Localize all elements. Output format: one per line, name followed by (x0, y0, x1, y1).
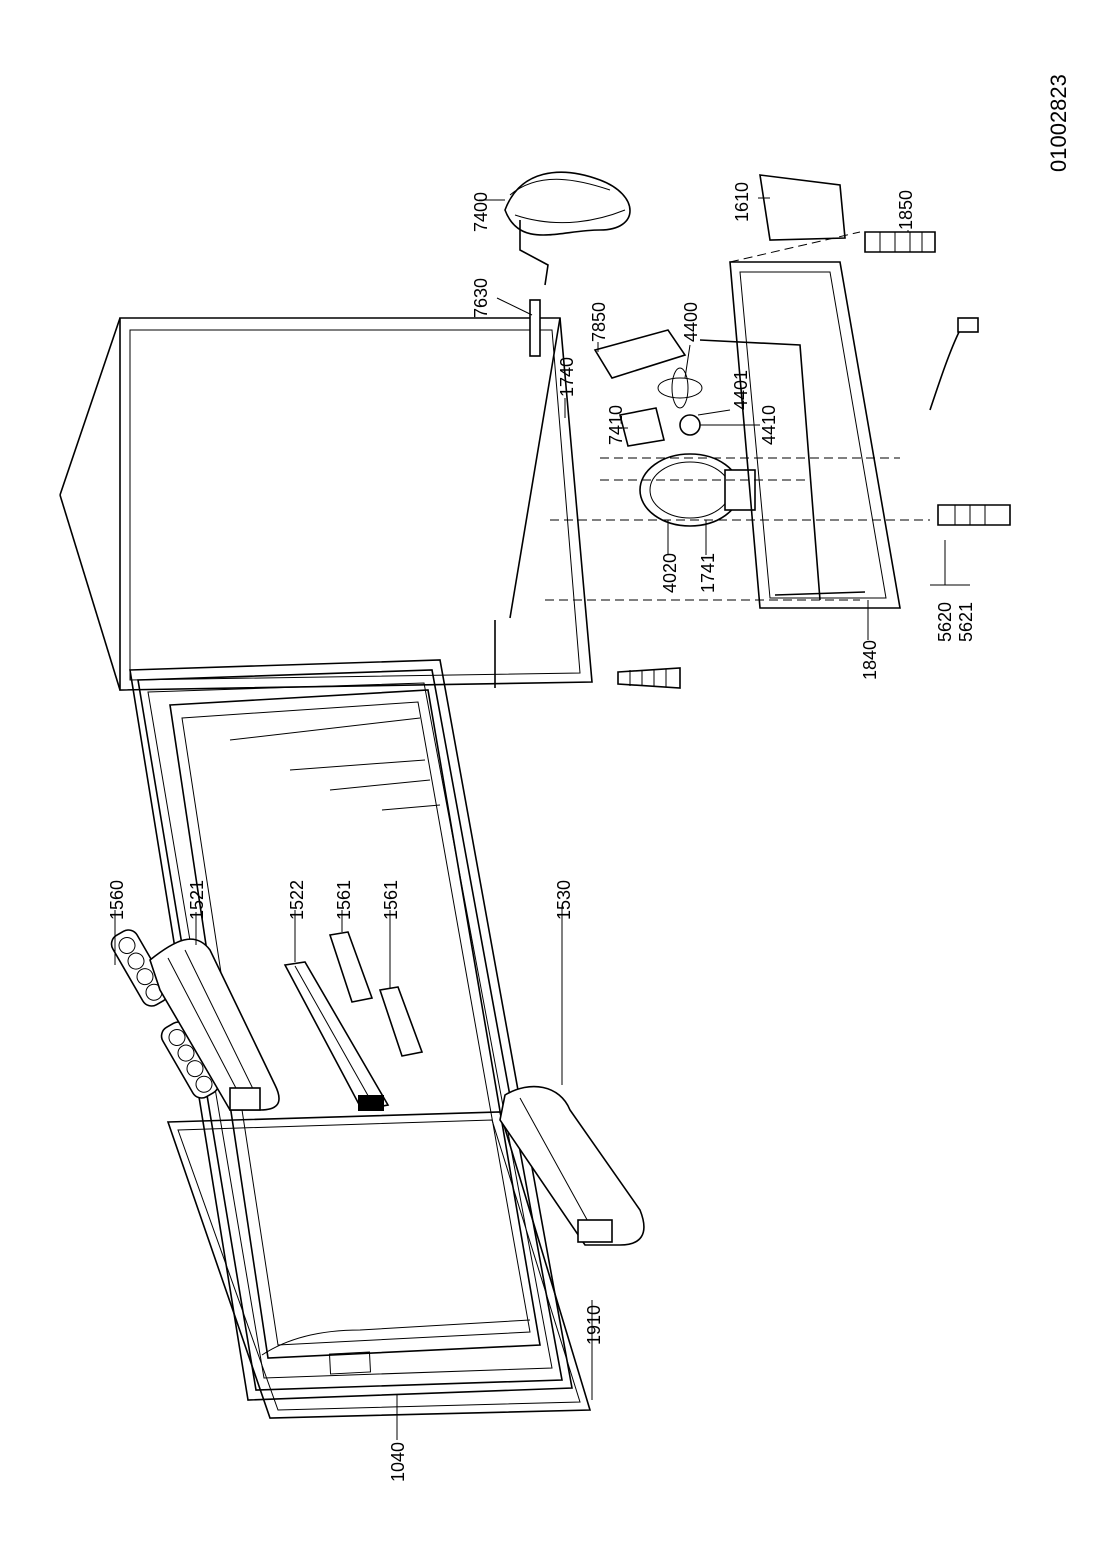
duct-7850 (593, 329, 687, 379)
bottle-shelf-1530 (499, 1085, 645, 1246)
drier (529, 299, 541, 357)
callout-1850: 1850 (896, 190, 916, 230)
callout-7400: 7400 (471, 192, 491, 232)
compressor (639, 453, 756, 527)
assembly-dashes (545, 231, 930, 601)
condenser-coil (504, 171, 631, 286)
foot-right (864, 231, 936, 253)
fan-blade (657, 367, 703, 409)
callout-1521: 1521 (187, 880, 207, 920)
power-cord (929, 317, 979, 411)
callout-4410: 4410 (759, 405, 779, 445)
callout-7630: 7630 (471, 278, 491, 318)
bins-1561 (328, 931, 424, 1057)
callouts: 1040 1910 1560 1521 1522 1561 1561 1530 … (107, 182, 976, 1482)
callout-1840: 1840 (860, 640, 880, 680)
callout-1040: 1040 (388, 1442, 408, 1482)
foot-left (617, 667, 681, 689)
fan-motor (679, 414, 701, 436)
mount-bracket (774, 591, 866, 596)
callout-1522: 1522 (287, 880, 307, 920)
callout-1561-b: 1561 (381, 880, 401, 920)
callout-1561-a: 1561 (334, 880, 354, 920)
callout-1560: 1560 (107, 880, 127, 920)
base-tray (699, 261, 901, 609)
callout-1740: 1740 (557, 357, 577, 397)
callout-1610: 1610 (732, 182, 752, 222)
callout-5620: 5620 (935, 602, 955, 642)
egg-trays (110, 929, 220, 1099)
callout-5621: 5621 (956, 602, 976, 642)
door-gasket (166, 1111, 592, 1419)
callout-4020: 4020 (660, 553, 680, 593)
callout-1910: 1910 (584, 1305, 604, 1345)
callout-4400: 4400 (681, 302, 701, 342)
cover-1610 (759, 174, 846, 241)
callout-1530: 1530 (554, 880, 574, 920)
callout-7850: 7850 (589, 302, 609, 342)
callout-1741: 1741 (698, 553, 718, 593)
foot-center (937, 504, 1011, 526)
callout-7410: 7410 (606, 405, 626, 445)
callout-4401: 4401 (731, 370, 751, 410)
cabinet (59, 317, 593, 691)
document-id: 01002823 (1046, 74, 1071, 172)
fan-box (619, 407, 665, 447)
door-shelf-1522 (283, 961, 390, 1111)
door-shelf-1521 (149, 938, 280, 1111)
